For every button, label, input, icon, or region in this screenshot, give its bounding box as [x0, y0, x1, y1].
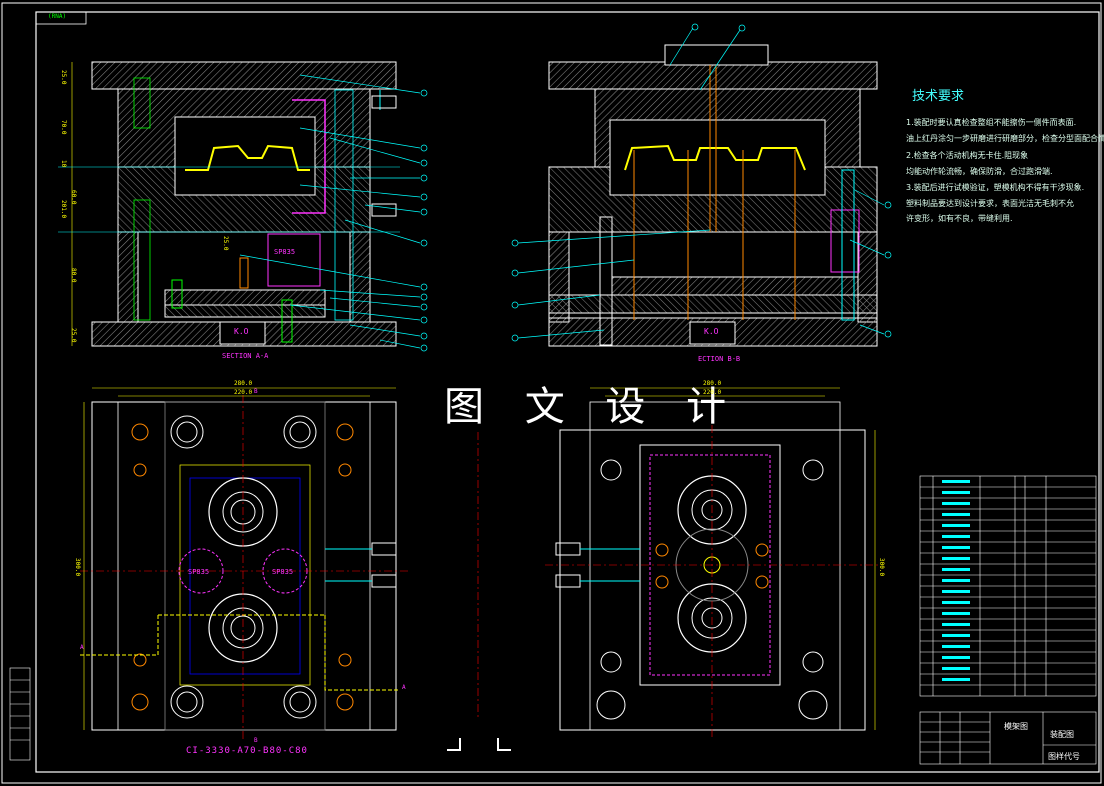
dim-a-2: 70.0 [60, 120, 67, 135]
tech-requirements-title: 技术要求 [912, 89, 965, 104]
section-a-label: SECTION A-A [222, 352, 269, 360]
tech-line-6: 塑料制品要达到设计要求，表面光洁无毛刺不允 [906, 199, 1074, 208]
parts-list-rows [920, 480, 1096, 686]
tech-line-1: 1.装配时要认真检查整组不能擦伤一侧件而表面. [906, 118, 1077, 127]
parts-row-text-stroke [942, 590, 970, 593]
parts-row-text-stroke [942, 513, 970, 516]
dim-a-6: 80.0 [70, 268, 77, 283]
inner-frame [35, 11, 1100, 773]
title-block [919, 711, 1097, 765]
parts-row-text-stroke [942, 568, 970, 571]
section-mark-b1: B [254, 388, 258, 395]
insert-label: SP835 [274, 248, 296, 256]
section-mark-a2: A [402, 684, 406, 691]
section-b-view [548, 44, 878, 347]
parts-row-text-stroke [942, 645, 970, 648]
dim-plan-right-inner: 220.0 [703, 389, 722, 396]
section-mark-b2: B [254, 737, 258, 744]
parts-row-text-stroke [942, 491, 970, 494]
corner-tag: (RNA) [48, 13, 67, 20]
dim-plan-left-outer: 280.0 [234, 380, 253, 387]
section-mark-a1: A [80, 644, 84, 651]
section-b-callouts [511, 23, 892, 342]
watermark-stamp: 图 文 设 计 [444, 384, 741, 430]
parts-row-text-stroke [942, 678, 970, 681]
parts-row-text-stroke [942, 480, 970, 483]
dim-a-3: 10 [60, 160, 67, 168]
tech-line-3: 2.检查各个活动机构无卡住.阻现象 [906, 151, 1029, 160]
revision-box [9, 667, 31, 761]
parts-row-text-stroke [942, 535, 970, 538]
tech-line-4: 均能动作轮流畅，确保防滑，合过跑滑端. [906, 167, 1053, 176]
title-block-name: 模架图 [1004, 722, 1028, 731]
dim-a-8: 25.0 [222, 236, 229, 251]
section-a-callouts [239, 74, 428, 352]
insert-label-right: SP835 [272, 568, 294, 576]
title-block-drawing: 装配图 [1050, 730, 1074, 739]
parts-row-text-stroke [942, 579, 970, 582]
dim-a-1: 25.0 [60, 70, 67, 85]
dim-a-5: 201.0 [60, 200, 67, 219]
parts-row-text-stroke [942, 623, 970, 626]
tech-line-5: 3.装配后进行试模验证，塑模机构不得有干涉现象. [906, 183, 1085, 192]
dim-plan-right-outer: 280.0 [703, 380, 722, 387]
parts-row-text-stroke [942, 634, 970, 637]
tech-line-2: 油上红丹涂匀一步研磨进行研磨部分，检查分型面配合情况. [906, 134, 1104, 143]
plan-view-left [80, 387, 410, 740]
dim-plan-height-right: 300.0 [878, 558, 885, 577]
parts-row-text-stroke [942, 667, 970, 670]
section-a-view [58, 61, 400, 347]
section-b-label: ECTION B-B [698, 355, 741, 363]
parts-row-text-stroke [942, 524, 970, 527]
parts-row-text-stroke [942, 601, 970, 604]
title-block-code: 图样代号 [1048, 752, 1080, 761]
ko-label-a: K.O [234, 327, 249, 336]
parts-row-text-stroke [942, 612, 970, 615]
dim-a-4: 60.0 [70, 190, 77, 205]
dim-plan-left-inner: 220.0 [234, 389, 253, 396]
tech-line-7: 许变形，如有不良，带缝利用. [906, 214, 1013, 223]
parts-row-text-stroke [942, 546, 970, 549]
parts-row-text-stroke [942, 656, 970, 659]
parts-row-text-stroke [942, 557, 970, 560]
dim-plan-height-left: 300.0 [74, 558, 81, 577]
ko-label-b: K.O [704, 327, 719, 336]
parts-row-text-stroke [942, 502, 970, 505]
corner-tag-box [35, 11, 87, 25]
dim-a-7: 25.0 [70, 328, 77, 343]
plan-view-right [545, 387, 880, 740]
insert-label-left: SP835 [188, 568, 210, 576]
mold-base-code: CI-3330-A70-B80-C80 [186, 746, 308, 756]
